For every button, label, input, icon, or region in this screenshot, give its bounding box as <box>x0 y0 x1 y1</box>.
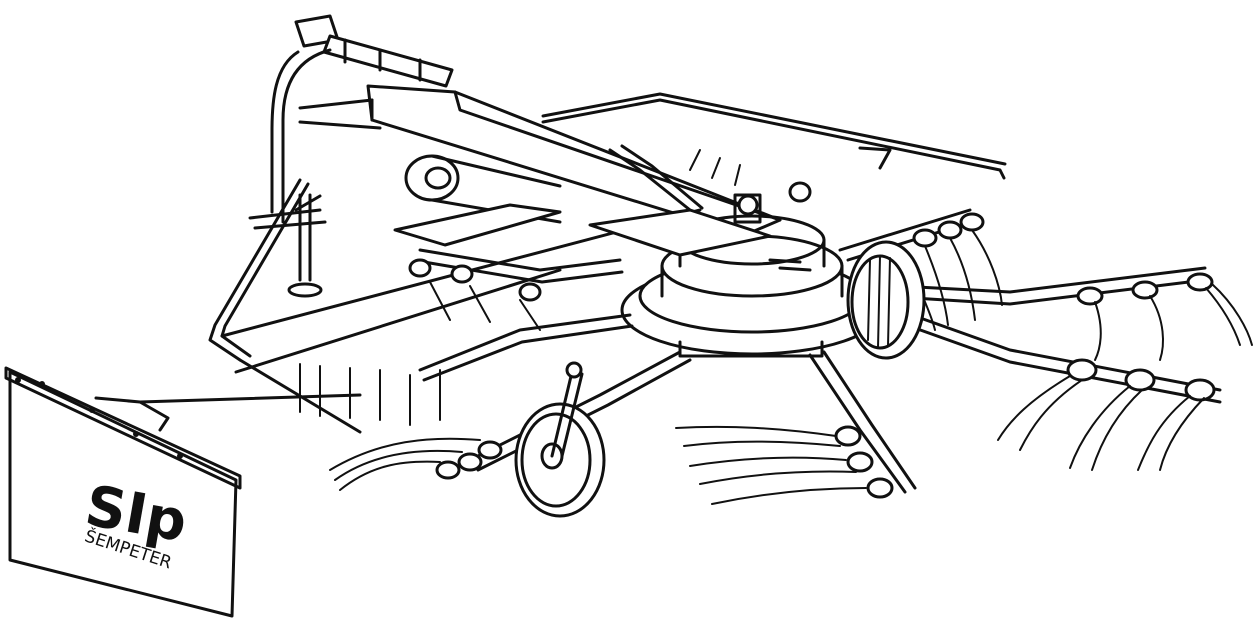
spring-tines <box>299 149 1253 505</box>
main-frame <box>270 14 782 247</box>
jack-stand <box>248 193 327 298</box>
rotor-housing <box>588 193 884 358</box>
wheels <box>514 240 926 518</box>
brand-plate: SIp ŠEMPETER <box>4 366 362 618</box>
